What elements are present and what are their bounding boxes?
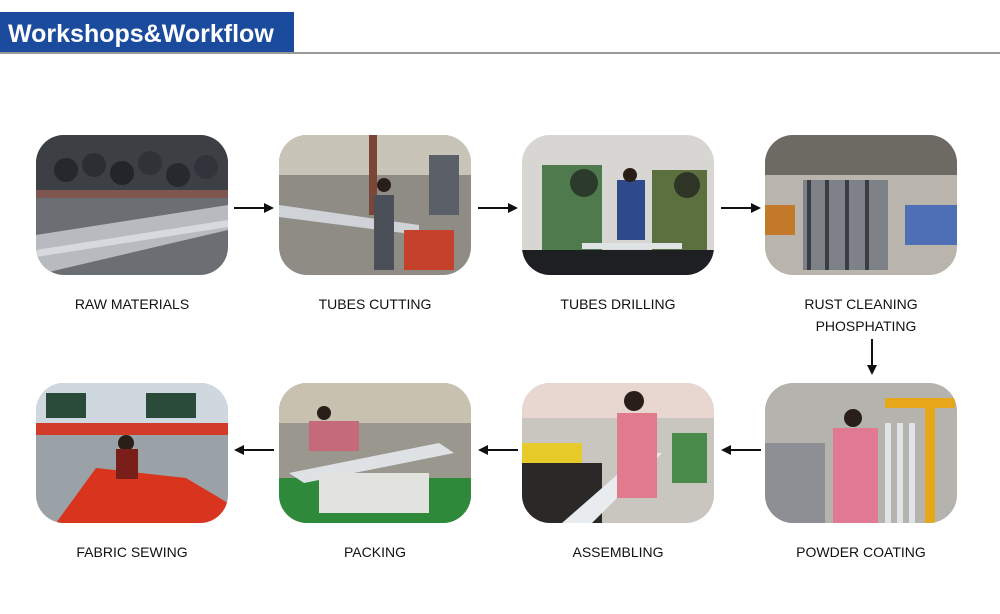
drilling-photo [522,135,714,275]
fabric-sewing-photo [36,383,228,523]
rust-cleaning-photo [765,135,957,275]
cutting-photo [279,135,471,275]
header-divider [0,52,1000,54]
arrow-left-icon [721,445,761,455]
arrow-right-icon [478,203,518,213]
step-label: POWDER COATING [796,544,926,560]
step-tubes-cutting: TUBES CUTTING [279,135,471,315]
step-label: FABRIC SEWING [76,544,188,560]
arrow-right-icon [234,203,274,213]
step-powder-coating: POWDER COATING [765,383,957,563]
assembling-photo [522,383,714,523]
step-label: TUBES DRILLING [560,296,676,312]
step-tubes-drilling: TUBES DRILLING [522,135,714,315]
step-fabric-sewing: FABRIC SEWING [36,383,228,563]
step-label: ASSEMBLING [572,544,664,560]
step-label: TUBES CUTTING [318,296,432,312]
arrow-down-icon [867,339,877,375]
step-assembling: ASSEMBLING [522,383,714,563]
arrow-right-icon [721,203,761,213]
step-raw-materials: RAW MATERIALS [36,135,228,315]
step-label: RAW MATERIALS [74,296,190,312]
arrow-left-icon [478,445,518,455]
arrow-left-icon [234,445,274,455]
section-title: Workshops&Workflow [0,12,294,54]
step-label: RUST CLEANING PHOSPHATING [804,296,918,334]
step-label: PACKING [344,544,406,560]
step-packing: PACKING [279,383,471,563]
powder-coating-photo [765,383,957,523]
packing-photo [279,383,471,523]
steel-tubes-photo [36,135,228,275]
step-rust-cleaning: RUST CLEANING PHOSPHATING [765,135,957,337]
